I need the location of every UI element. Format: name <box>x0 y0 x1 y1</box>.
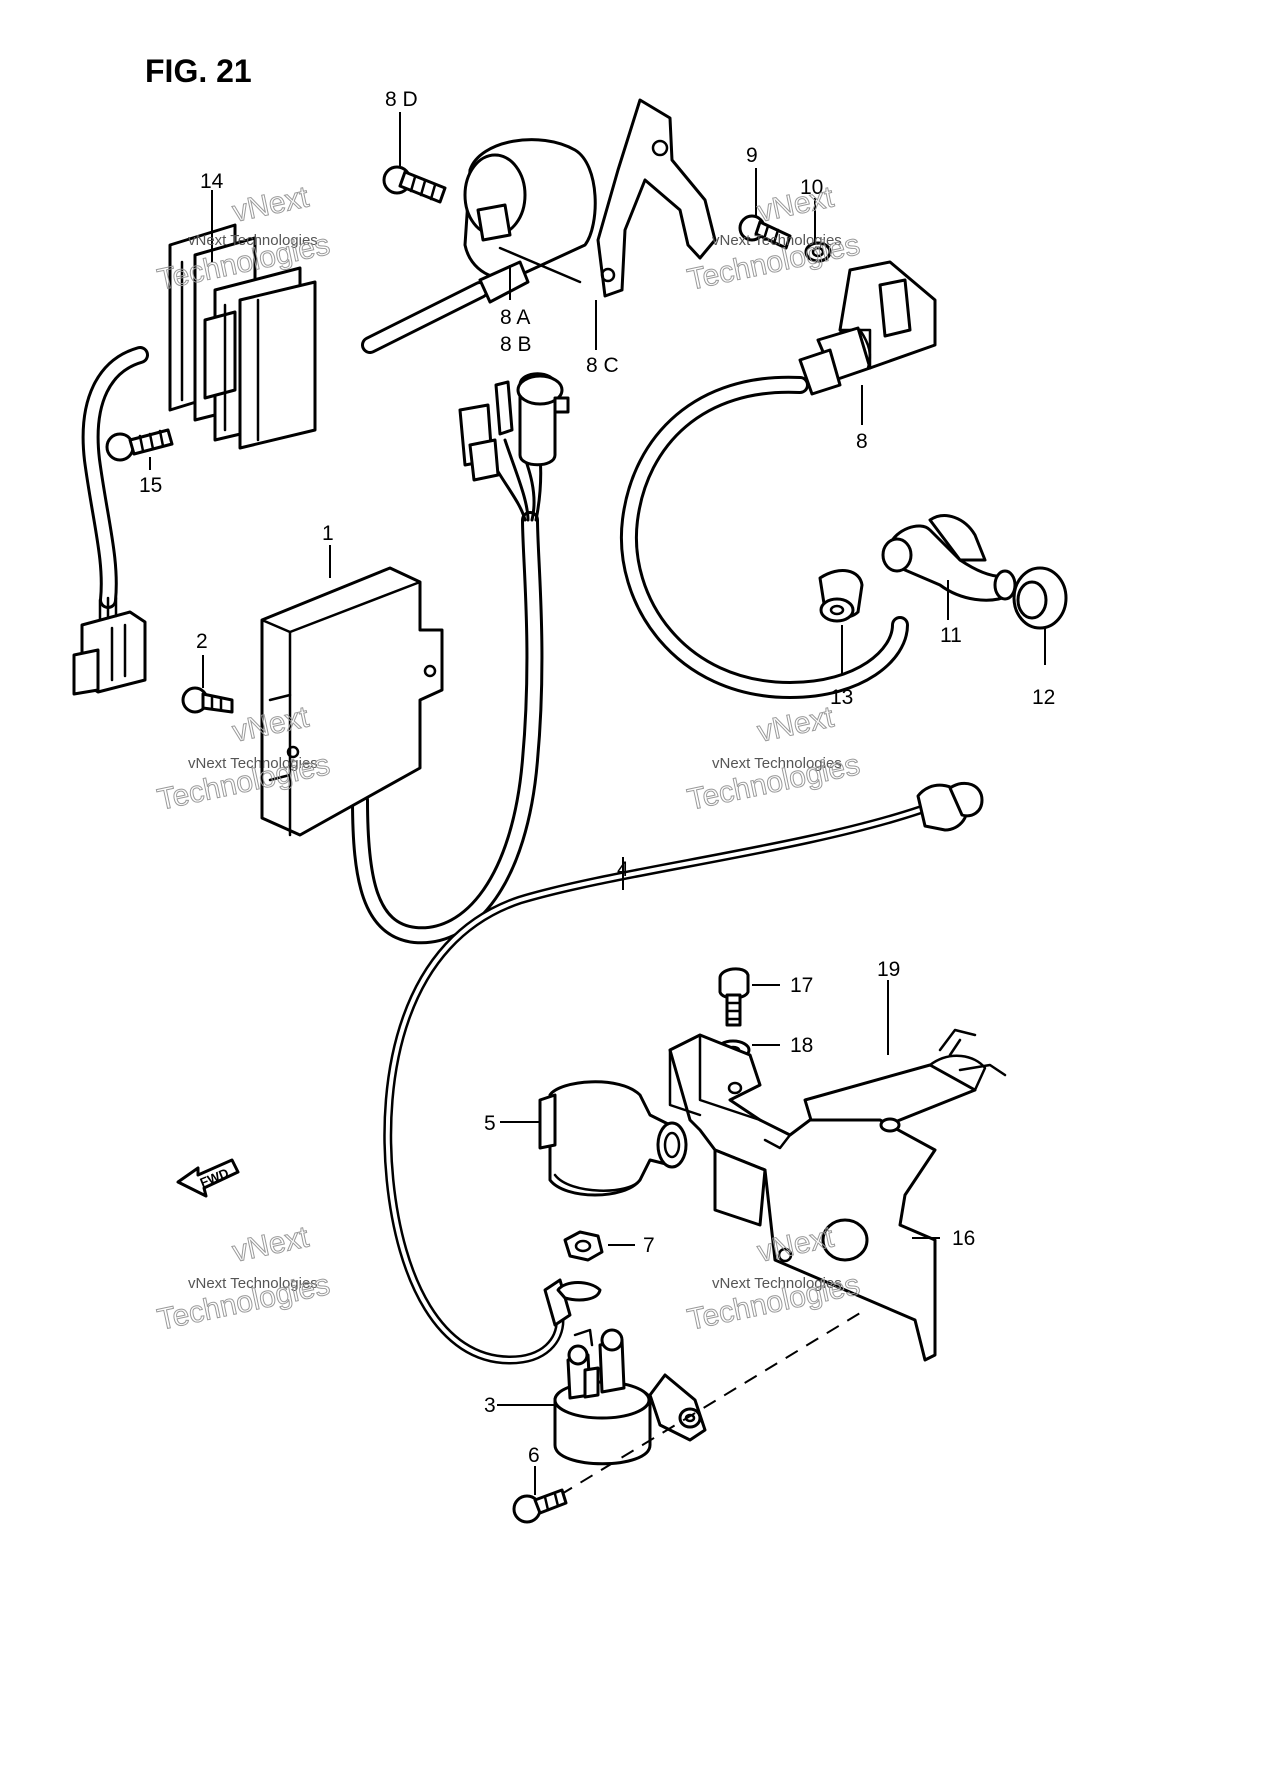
part-10-washer <box>804 241 832 263</box>
callout-8: 8 <box>856 430 868 453</box>
callout-5: 5 <box>484 1112 496 1135</box>
svg-text:vNext: vNext <box>755 180 838 228</box>
part-4-cable <box>383 781 984 1365</box>
part-15-screw <box>105 428 174 462</box>
callout-11: 11 <box>940 624 962 647</box>
part-5-relay-cover <box>538 1080 688 1197</box>
callout-10: 10 <box>800 176 823 199</box>
watermark-mid-right: vNext vNext Technologies Technologies <box>684 700 863 817</box>
callout-8b: 8 B <box>500 333 532 356</box>
svg-text:vNext Technologies: vNext Technologies <box>188 232 318 249</box>
callout-8d: 8 D <box>385 88 418 111</box>
callout-3: 3 <box>484 1394 496 1417</box>
callout-14: 14 <box>200 170 224 193</box>
part-9-bolt <box>738 214 792 250</box>
part-8d-bolt <box>382 165 447 204</box>
callout-1: 1 <box>322 522 334 545</box>
part-8c-bracket <box>595 98 717 350</box>
part-8-ignition-coil <box>619 260 937 700</box>
callout-17: 17 <box>790 974 813 997</box>
callout-6: 6 <box>528 1444 540 1467</box>
part-8a-ignition-coil <box>361 138 597 354</box>
callout-9: 9 <box>746 144 758 167</box>
figure-title: FIG. 21 <box>145 53 252 89</box>
svg-text:vNext: vNext <box>755 700 838 748</box>
callout-7: 7 <box>643 1234 655 1257</box>
part-16-bracket <box>668 1033 937 1362</box>
callout-13: 13 <box>830 686 853 709</box>
callout-19: 19 <box>877 958 900 981</box>
part-13-boot <box>818 569 864 623</box>
callout-15: 15 <box>139 474 162 497</box>
part-11-plug-cap <box>881 514 1017 602</box>
part-14-regulator <box>72 223 317 696</box>
part-7-nut <box>563 1230 604 1262</box>
svg-text:vNext Technologies: vNext Technologies <box>188 1275 318 1292</box>
forward-arrow: FWD <box>176 1158 240 1198</box>
watermark-bottom-left: vNext vNext Technologies Technologies <box>154 1220 333 1337</box>
callout-16: 16 <box>952 1227 975 1250</box>
callout-12: 12 <box>1032 686 1055 709</box>
cdi-wire-harness <box>458 372 570 522</box>
part-3-starter-relay <box>553 1328 707 1466</box>
svg-text:vNext: vNext <box>230 1220 313 1268</box>
svg-text:vNext Technologies: vNext Technologies <box>712 232 842 249</box>
svg-text:vNext: vNext <box>230 180 313 228</box>
part-17-bolt <box>718 967 750 1027</box>
watermark-top-right: vNext vNext Technologies Technologies <box>684 180 863 297</box>
part-2-screw <box>181 686 234 714</box>
part-12-grommet <box>1012 566 1068 630</box>
part-1-cdi-unit <box>260 511 544 945</box>
part-6-screw <box>512 1488 568 1524</box>
svg-text:vNext Technologies: vNext Technologies <box>188 755 318 772</box>
callout-8a: 8 A <box>500 306 530 329</box>
svg-text:vNext Technologies: vNext Technologies <box>712 755 842 772</box>
callout-18: 18 <box>790 1034 813 1057</box>
svg-text:vNext Technologies: vNext Technologies <box>712 1275 842 1292</box>
callout-4: 4 <box>617 858 629 881</box>
forward-arrow-label: FWD <box>198 1165 231 1190</box>
callout-2: 2 <box>196 630 208 653</box>
callout-8c: 8 C <box>586 354 619 377</box>
